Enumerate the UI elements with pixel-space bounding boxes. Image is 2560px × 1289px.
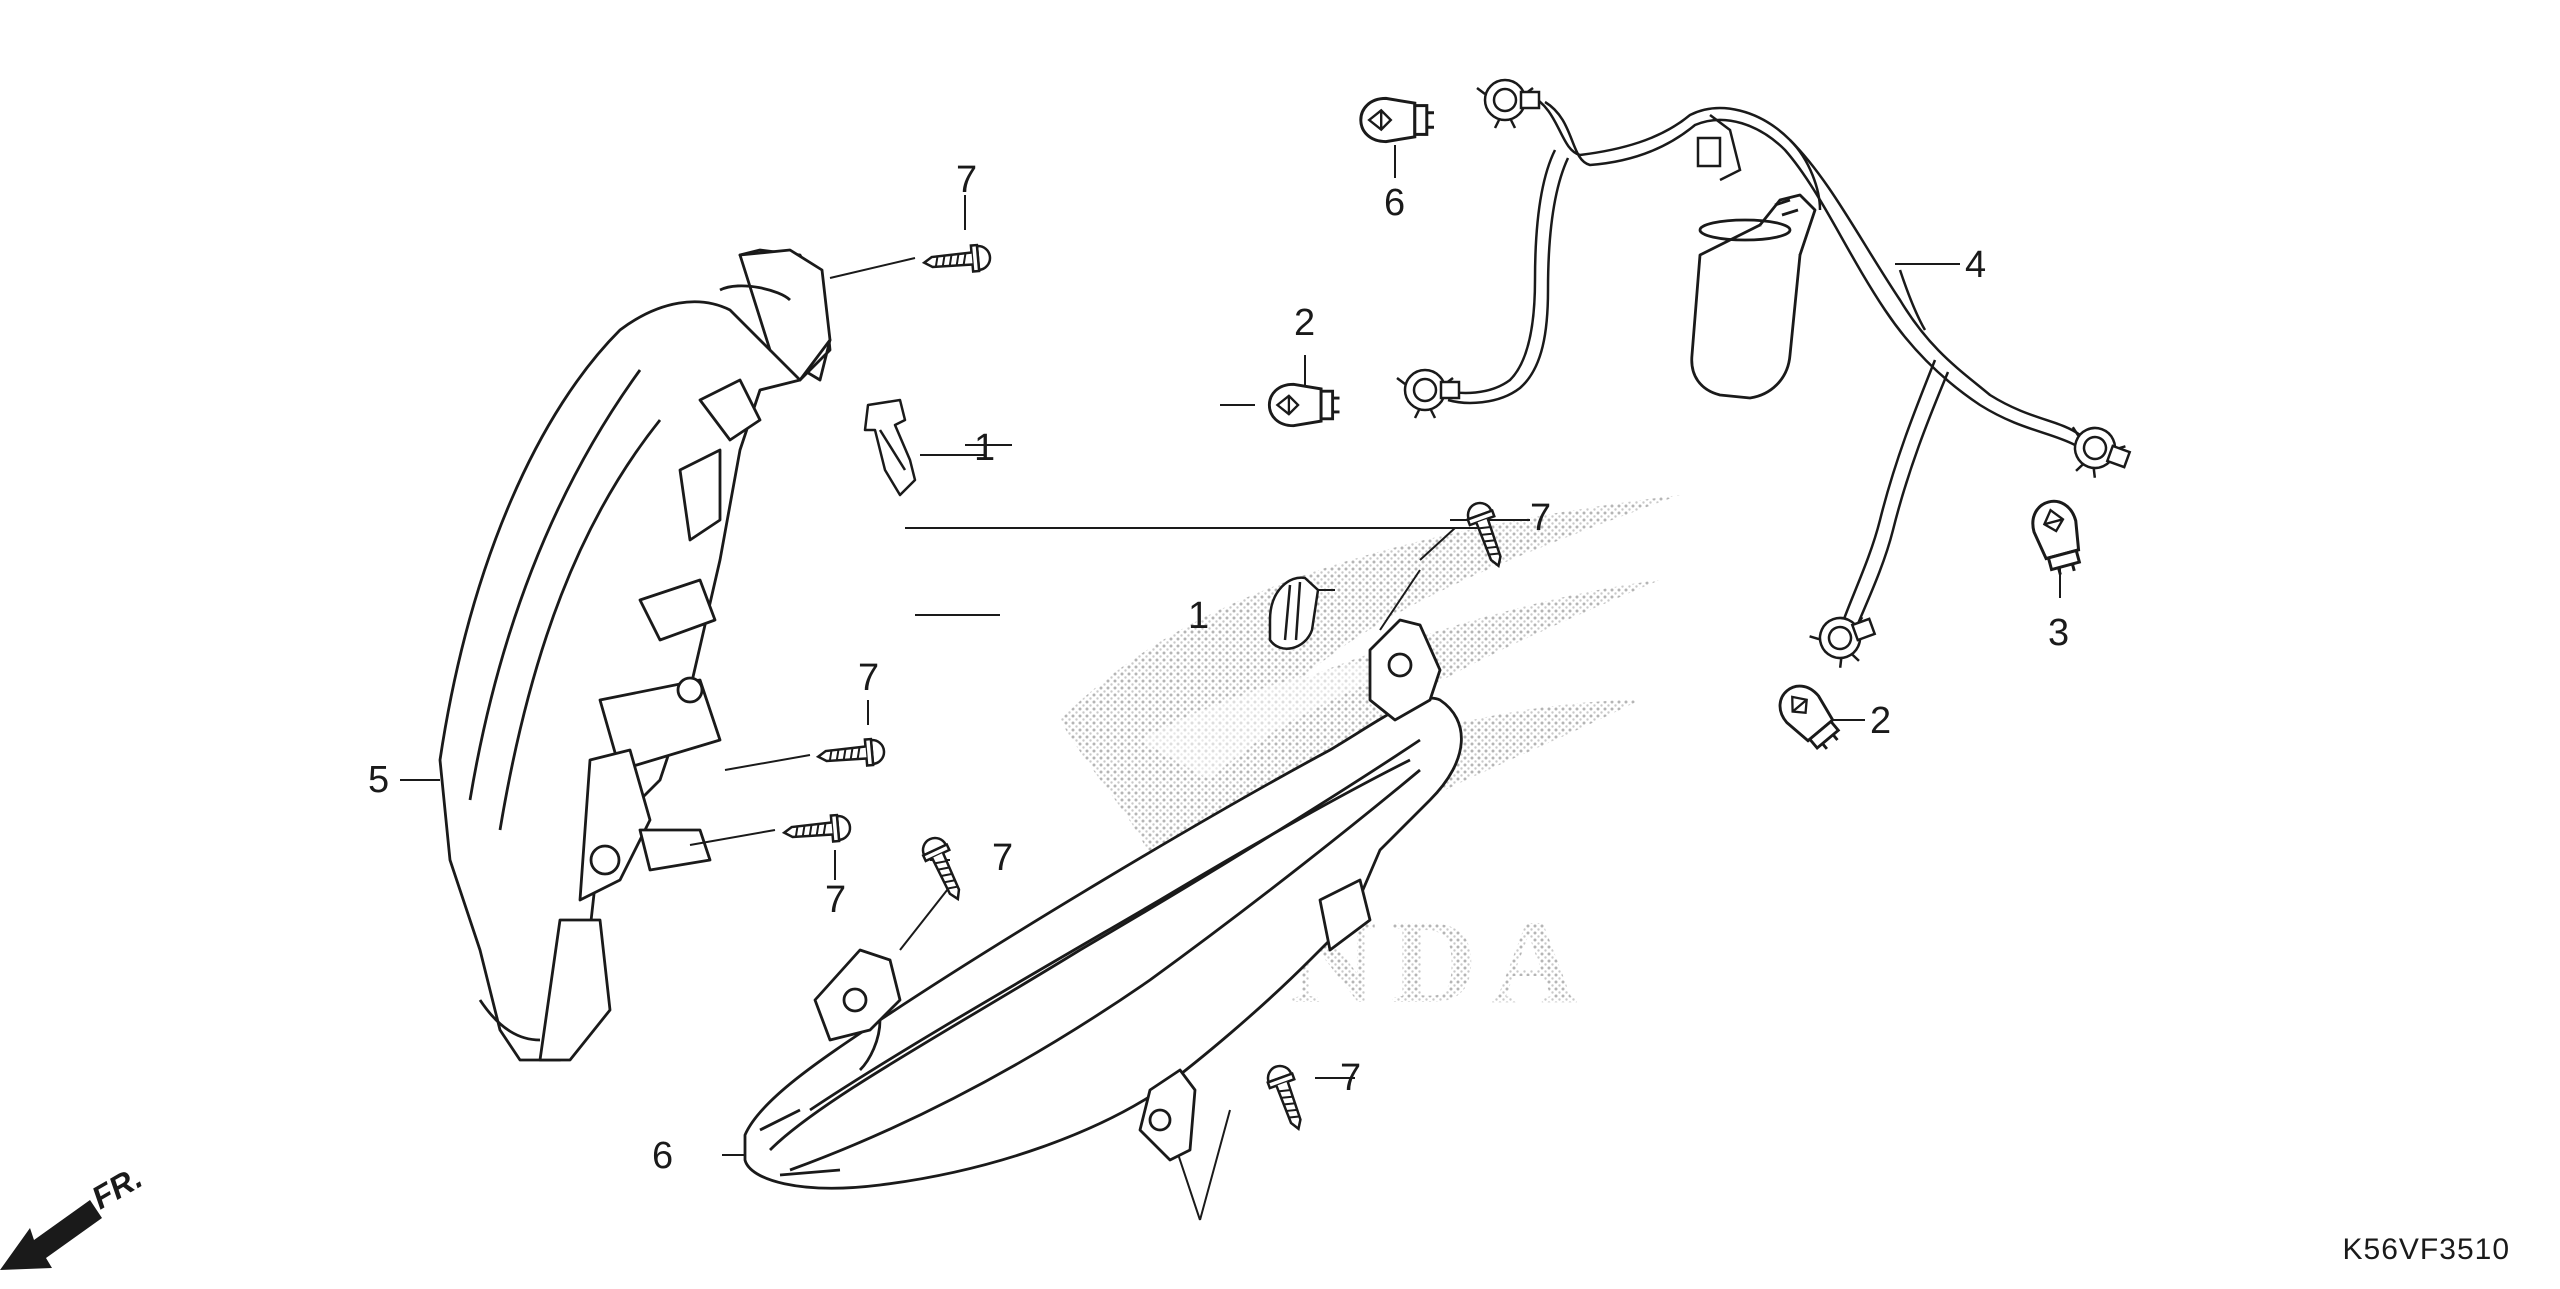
harness-connector [1690, 193, 1817, 400]
screw-7c [781, 812, 853, 847]
callout-6b: 3 [2048, 612, 2069, 654]
drawing-code: K56VF3510 [2342, 1233, 2510, 1266]
callout-1b: 1 [1188, 595, 1209, 637]
callout-7d: 7 [992, 837, 1013, 879]
callout-6a: 6 [1384, 182, 1405, 224]
bulb-2b [1769, 675, 1850, 760]
bulb-2a [1267, 382, 1341, 428]
bulb-6a [1359, 96, 1436, 144]
leader-lines [400, 145, 2061, 1221]
socket-lower [1805, 606, 1883, 676]
callout-4: 5 [368, 759, 389, 801]
callout-7c: 7 [825, 879, 846, 921]
callout-2a: 2 [1294, 302, 1315, 344]
part-1-clip-a [863, 398, 917, 497]
callout-1a: 1 [974, 427, 995, 469]
socket-mid [1395, 368, 1461, 420]
bulb-6b [2026, 494, 2090, 580]
callout-7b: 7 [858, 657, 879, 699]
callout-3: 4 [1965, 244, 1986, 286]
part-3-wire-harness [1444, 93, 2081, 637]
callout-7f: 7 [1340, 1057, 1361, 1099]
callout-5: 6 [652, 1135, 673, 1177]
callout-7e: 7 [1530, 497, 1551, 539]
front-direction-indicator: FR. [0, 1159, 148, 1270]
front-arrow-icon [0, 1200, 102, 1270]
callout-2b: 2 [1870, 700, 1891, 742]
screw-7a [921, 242, 993, 277]
part-4-side-cover [438, 248, 832, 1062]
part-1-clip-b [1268, 576, 1320, 650]
part-5-lens [743, 618, 1463, 1190]
callout-7a: 7 [956, 159, 977, 201]
socket-top [1475, 78, 1541, 130]
screw-7f [1262, 1061, 1312, 1135]
callouts: 7 1 7 7 5 7 7 1 7 6 6 2 4 3 2 [368, 159, 2069, 1177]
screw-7b [815, 736, 887, 771]
